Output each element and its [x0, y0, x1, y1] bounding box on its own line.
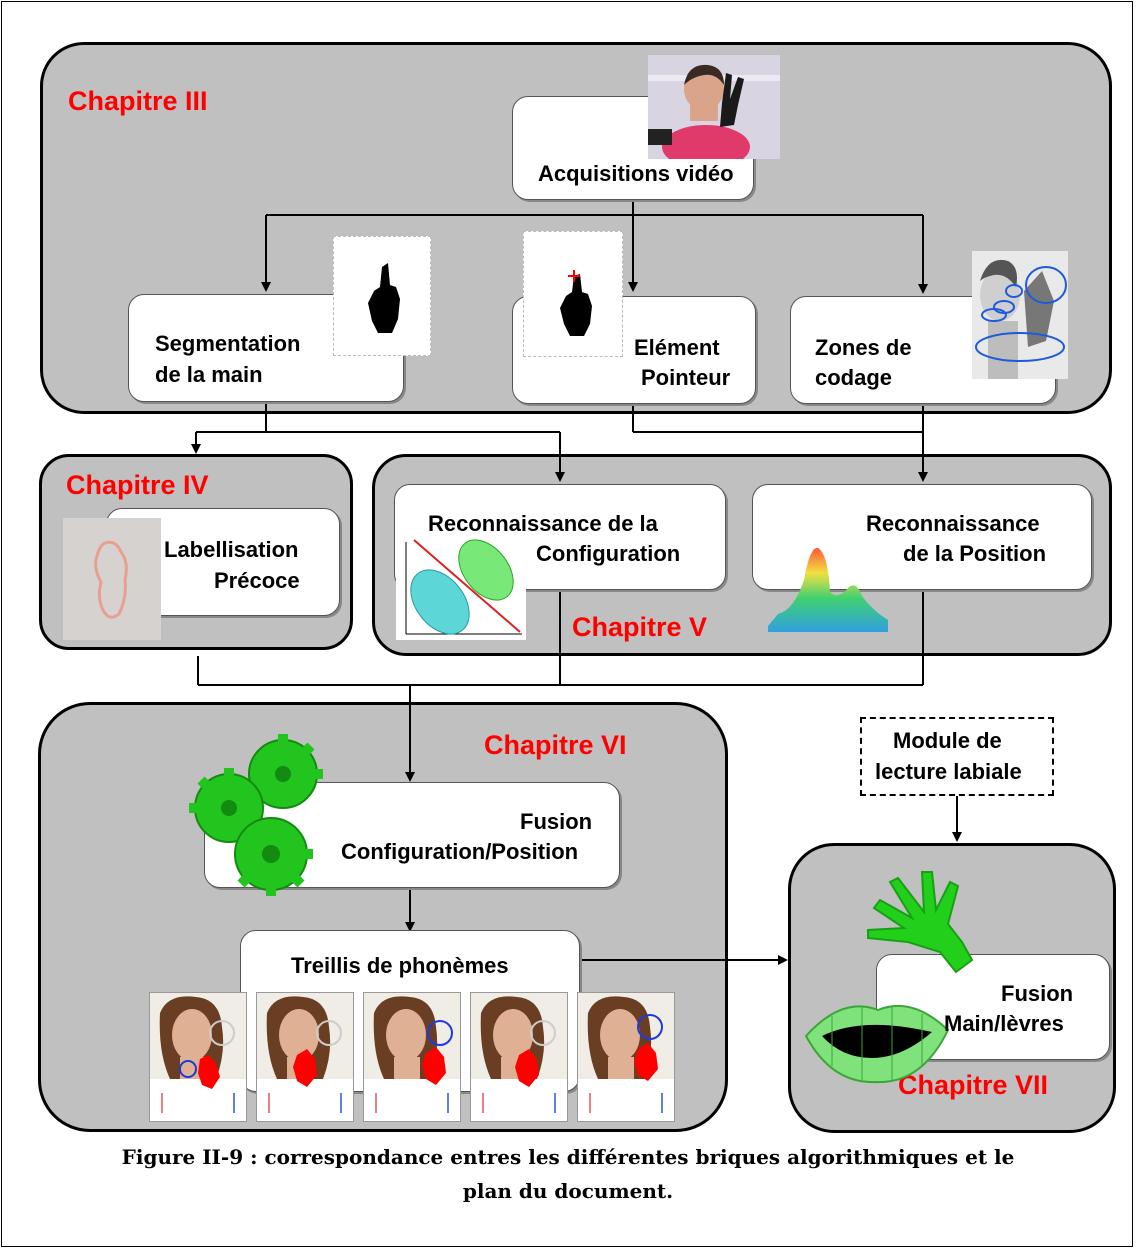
- label-module-line2: lecture labiale: [875, 759, 1022, 784]
- label-fusion-cp-line2: Configuration/Position: [341, 839, 579, 864]
- coding-zones-face-icon: [972, 251, 1068, 379]
- label-reco-config-line2: Configuration: [536, 541, 681, 566]
- scatter-clusters-icon: [405, 539, 522, 635]
- label-reco-position-line1: Reconnaissance: [866, 511, 1040, 536]
- gears-thumbnail: [185, 730, 335, 900]
- configuration-classifier-thumbnail: [396, 536, 526, 640]
- pointing-hand-icon: [560, 270, 592, 336]
- speaker-image-icon: [648, 55, 780, 169]
- chapter-label-iii: Chapitre III: [68, 86, 208, 116]
- hand-silhouette-icon: [368, 263, 400, 333]
- caption-line2: plan du document.: [462, 1179, 674, 1203]
- label-module-line1: Module de: [893, 728, 1002, 753]
- green-hand-icon: [867, 871, 974, 974]
- segmentation-thumbnail: [333, 236, 431, 356]
- green-hand-thumbnail: [860, 868, 990, 978]
- video-frame-thumbnail: [648, 55, 780, 169]
- speaker-face-icon: [364, 993, 460, 1113]
- chapter-label-iv: Chapitre IV: [66, 470, 209, 500]
- hand-contour-icon: [94, 540, 128, 619]
- label-acquisitions-video: Acquisitions vidéo: [538, 161, 734, 186]
- phoneme-frame: [149, 992, 247, 1122]
- figure-caption: Figure II-9 : correspondance entres les …: [40, 1140, 1096, 1208]
- label-segmentation-line1: Segmentation: [155, 331, 301, 356]
- gears-icon: [189, 734, 323, 896]
- chapter-label-vii: Chapitre VII: [898, 1070, 1049, 1100]
- box-module-lecture-labiale: [860, 717, 1054, 796]
- phoneme-frame: [577, 992, 675, 1122]
- lips-mesh-icon: [804, 1004, 950, 1084]
- label-fusion-ml-line2: Main/lèvres: [944, 1011, 1064, 1036]
- label-pointeur-line1: Elément: [634, 335, 720, 360]
- label-fusion-ml-line1: Fusion: [1001, 981, 1074, 1006]
- phoneme-frame: [256, 992, 354, 1122]
- zones-thumbnail: [972, 251, 1068, 379]
- caption-line1: Figure II-9 : correspondance entres les …: [121, 1145, 1015, 1169]
- chapter-label-v: Chapitre V: [572, 612, 708, 642]
- speaker-face-icon: [150, 993, 246, 1113]
- position-gaussian-thumbnail: [768, 540, 888, 632]
- label-zones-line2: codage: [815, 365, 893, 390]
- speaker-face-icon: [471, 993, 567, 1113]
- label-zones-line1: Zones de: [815, 335, 912, 360]
- gaussian-surface-icon: [768, 547, 888, 632]
- labellisation-thumbnail: [63, 518, 161, 640]
- pointeur-thumbnail: [523, 231, 623, 357]
- label-labellisation-line1: Labellisation: [164, 537, 299, 562]
- speaker-face-icon: [578, 993, 674, 1113]
- label-reco-config-line1: Reconnaissance de la: [428, 511, 658, 536]
- chapter-label-vi: Chapitre VI: [484, 730, 627, 760]
- phoneme-frame: [470, 992, 568, 1122]
- speaker-face-icon: [257, 993, 353, 1113]
- label-reco-position-line2: de la Position: [903, 541, 1047, 566]
- label-treillis: Treillis de phonèmes: [291, 953, 509, 978]
- lips-model-thumbnail: [802, 996, 952, 1086]
- phoneme-frame: [363, 992, 461, 1122]
- label-labellisation-line2: Précoce: [214, 568, 300, 593]
- label-pointeur-line2: Pointeur: [641, 365, 731, 390]
- label-fusion-cp-line1: Fusion: [520, 809, 593, 834]
- label-segmentation-line2: de la main: [155, 362, 263, 387]
